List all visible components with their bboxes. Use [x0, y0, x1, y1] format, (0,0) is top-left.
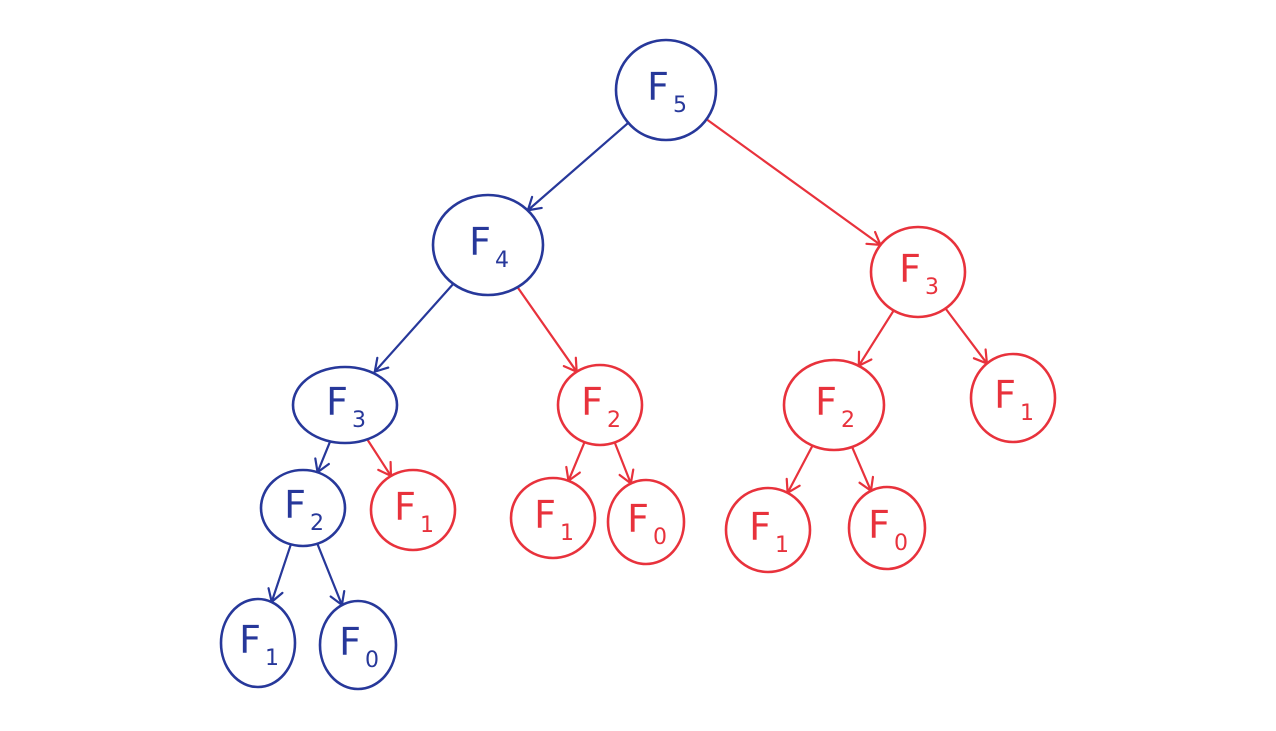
node-subscript: 3 [352, 408, 366, 433]
edge-f5-root-to-f3-right [705, 118, 882, 246]
edge-line [316, 542, 343, 606]
node-subscript: 5 [673, 93, 687, 118]
node-subscript: 2 [841, 408, 855, 433]
edge-f3-right-to-f2-right [857, 309, 895, 367]
edge-f5-root-to-f4 [526, 121, 630, 212]
edges-layer [267, 118, 989, 606]
node-circle [782, 358, 886, 452]
arrowhead-icon [377, 460, 393, 478]
edge-f2-left-to-f0-left [316, 542, 346, 606]
node-subscript: 0 [894, 531, 908, 556]
node-circle [369, 468, 457, 552]
node-circle [869, 225, 967, 319]
edge-line [944, 307, 989, 365]
edge-line [567, 441, 586, 482]
edge-f3-left-to-f1-under-f3 [367, 439, 393, 478]
node-circle [509, 476, 597, 560]
node-subscript: 2 [310, 511, 324, 536]
node-circle [847, 485, 927, 571]
node-circle [606, 478, 686, 566]
node-circle [724, 486, 812, 574]
edge-line [367, 439, 393, 478]
node-letter: F [627, 497, 649, 541]
edge-f2-right-to-f1-right [785, 444, 814, 494]
edge-f3-left-to-f2-left [314, 441, 331, 474]
node-circle [556, 363, 644, 447]
edge-line [516, 286, 578, 373]
node-letter: F [339, 620, 361, 664]
node-subscript: 1 [1020, 401, 1034, 426]
node-letter: F [647, 65, 669, 109]
node-circle [969, 352, 1057, 444]
edge-line [705, 118, 882, 246]
node-letter: F [581, 380, 603, 424]
edge-f2-right-to-f0-right [851, 445, 875, 492]
node-subscript: 2 [607, 408, 621, 433]
node-subscript: 3 [925, 275, 939, 300]
edge-line [270, 543, 292, 603]
edge-f2-mid-to-f1-mid [565, 441, 586, 482]
arrowhead-icon [373, 356, 390, 373]
edge-line [613, 441, 632, 485]
node-subscript: 1 [265, 646, 279, 671]
node-subscript: 1 [775, 533, 789, 558]
node-circle [614, 38, 718, 142]
node-letter: F [469, 220, 491, 264]
node-letter: F [394, 485, 416, 529]
edge-f2-left-to-f1-left [267, 543, 292, 603]
node-letter: F [815, 380, 837, 424]
node-letter: F [749, 505, 771, 549]
node-subscript: 0 [653, 525, 667, 550]
edge-line [316, 441, 331, 474]
node-letter: F [239, 618, 261, 662]
edge-f4-to-f3-left [373, 282, 455, 373]
node-subscript: 4 [495, 248, 509, 273]
node-subscript: 1 [420, 513, 434, 538]
node-circle [291, 365, 399, 445]
node-circle [219, 597, 297, 689]
edge-line [373, 282, 455, 373]
edge-f2-mid-to-f0-mid [613, 441, 635, 485]
edge-line [857, 309, 895, 367]
edge-f4-to-f2-mid [516, 286, 578, 373]
node-letter: F [534, 493, 556, 537]
edge-line [786, 444, 814, 494]
node-circle [259, 468, 347, 548]
node-letter: F [326, 380, 348, 424]
node-letter: F [994, 373, 1016, 417]
node-circle [318, 599, 398, 691]
edge-f3-right-to-f1-right-top [944, 307, 989, 365]
node-letter: F [284, 483, 306, 527]
edge-line [851, 445, 873, 492]
node-subscript: 0 [365, 648, 379, 673]
node-circle [431, 193, 545, 297]
node-letter: F [899, 247, 921, 291]
node-letter: F [868, 503, 890, 547]
node-subscript: 1 [560, 521, 574, 546]
edge-line [526, 121, 630, 212]
